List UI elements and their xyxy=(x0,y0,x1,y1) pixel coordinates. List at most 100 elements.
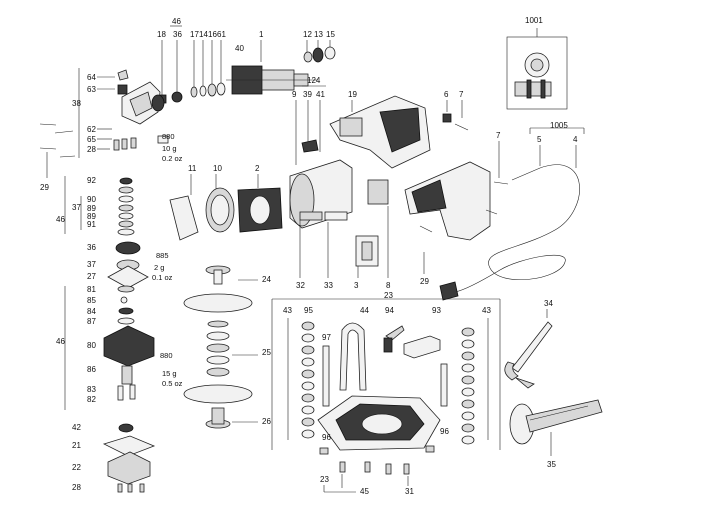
lever-part xyxy=(117,69,129,81)
callout-23b: 23 xyxy=(320,475,329,484)
callout-80: 80 xyxy=(87,341,96,350)
callout-36b: 36 xyxy=(87,243,96,252)
drill-stand-group: 23 43 95 97 44 94 93 43 xyxy=(271,291,501,496)
callout-85: 85 xyxy=(87,296,96,305)
callout-885: 885 xyxy=(156,251,169,260)
end-shield xyxy=(169,195,199,241)
left-stack-group: 92 90 89 89 91 37 46 36 37 27 885 2 g 0.… xyxy=(56,176,183,493)
grease-01oz: 0.1 oz xyxy=(152,273,173,282)
callout-29b: 29 xyxy=(420,277,429,286)
callout-61: 61 xyxy=(217,30,226,39)
clutch-part xyxy=(107,451,151,485)
grease-05oz: 0.5 oz xyxy=(162,379,183,388)
callout-41: 41 xyxy=(316,90,325,99)
discs-group: 24 25 26 xyxy=(183,265,271,429)
callout-97: 97 xyxy=(322,333,331,342)
grease-15g: 15 g xyxy=(162,369,177,378)
callout-44: 44 xyxy=(360,306,369,315)
callout-13: 13 xyxy=(314,30,323,39)
callout-8: 8 xyxy=(386,281,391,290)
callout-39: 39 xyxy=(303,90,312,99)
callout-46: 46 xyxy=(172,17,181,26)
callout-27: 27 xyxy=(87,272,96,281)
callout-17: 17 xyxy=(190,30,199,39)
callout-2: 2 xyxy=(255,164,260,173)
nut-part xyxy=(171,91,183,103)
inset-1001: 1001 xyxy=(506,16,568,110)
callout-94: 94 xyxy=(385,306,394,315)
plug-part xyxy=(439,281,459,301)
power-cord xyxy=(454,164,580,293)
screws-row xyxy=(39,123,137,178)
callout-89b: 89 xyxy=(87,212,96,221)
stand-frame xyxy=(339,322,367,391)
callout-25: 25 xyxy=(262,348,271,357)
callout-82: 82 xyxy=(87,395,96,404)
callout-40: 40 xyxy=(235,44,244,53)
callout-96: 96 xyxy=(322,433,331,442)
callout-33: 33 xyxy=(324,281,333,290)
disc-upper xyxy=(183,293,253,313)
callout-11: 11 xyxy=(188,164,197,173)
callout-87: 87 xyxy=(87,317,96,326)
callout-42: 42 xyxy=(72,423,81,432)
callout-93: 93 xyxy=(432,306,441,315)
callout-4: 4 xyxy=(573,135,578,144)
grease-oz: 0.2 oz xyxy=(162,154,183,163)
disc-lower xyxy=(183,384,253,404)
callout-21: 21 xyxy=(72,441,81,450)
callout-36: 36 xyxy=(173,30,182,39)
armature-group: 46 18 36 17 14 16 61 40 1 12 13 15 xyxy=(157,17,335,104)
callout-32: 32 xyxy=(296,281,305,290)
callout-28b: 28 xyxy=(72,483,81,492)
callout-62: 62 xyxy=(87,125,96,134)
callout-24: 24 xyxy=(262,275,271,284)
callout-7: 7 xyxy=(459,90,464,99)
callout-91: 91 xyxy=(87,220,96,229)
callout-880: 880 xyxy=(162,132,175,141)
grease-2g: 2 g xyxy=(154,263,164,272)
callout-63: 63 xyxy=(87,85,96,94)
ring-stack-left xyxy=(301,321,315,439)
top-housing-group: 19 6 7 xyxy=(329,90,469,169)
tools-group: 34 35 xyxy=(504,299,603,469)
callout-34: 34 xyxy=(544,299,553,308)
handle-cord-group: 7 1005 5 4 29 xyxy=(404,121,585,301)
callout-31: 31 xyxy=(405,487,414,496)
callout-65: 65 xyxy=(87,135,96,144)
callout-5: 5 xyxy=(537,135,542,144)
callout-3: 3 xyxy=(354,281,359,290)
callout-43b: 43 xyxy=(482,306,491,315)
callout-124: 124 xyxy=(307,76,321,85)
callout-81: 81 xyxy=(87,285,96,294)
callout-83: 83 xyxy=(87,385,96,394)
callout-89: 89 xyxy=(87,204,96,213)
gear-head-group: 64 63 38 62 65 28 29 880 10 g 0.2 xyxy=(39,68,183,192)
callout-64: 64 xyxy=(87,73,96,82)
callout-7b: 7 xyxy=(496,131,501,140)
callout-38: 38 xyxy=(72,99,81,108)
stator-group: 11 10 2 9 39 41 124 32 33 3 8 xyxy=(169,76,391,290)
callout-16: 16 xyxy=(208,30,217,39)
spindle-housing xyxy=(103,325,155,367)
grease-weight: 10 g xyxy=(162,144,177,153)
callout-92: 92 xyxy=(87,176,96,185)
callout-1: 1 xyxy=(259,30,264,39)
callout-12: 12 xyxy=(303,30,312,39)
callout-28: 28 xyxy=(87,145,96,154)
handle-part xyxy=(404,161,491,241)
callout-95: 95 xyxy=(304,306,313,315)
callout-37: 37 xyxy=(72,203,81,212)
callout-10: 10 xyxy=(213,164,222,173)
callout-15: 15 xyxy=(326,30,335,39)
callout-880b: 880 xyxy=(160,351,173,360)
ring-stack-right xyxy=(461,327,475,445)
callout-14: 14 xyxy=(199,30,208,39)
callout-46b: 46 xyxy=(56,215,65,224)
callout-19: 19 xyxy=(348,90,357,99)
callout-1001: 1001 xyxy=(525,16,543,25)
callout-43: 43 xyxy=(283,306,292,315)
callout-29: 29 xyxy=(40,183,49,192)
